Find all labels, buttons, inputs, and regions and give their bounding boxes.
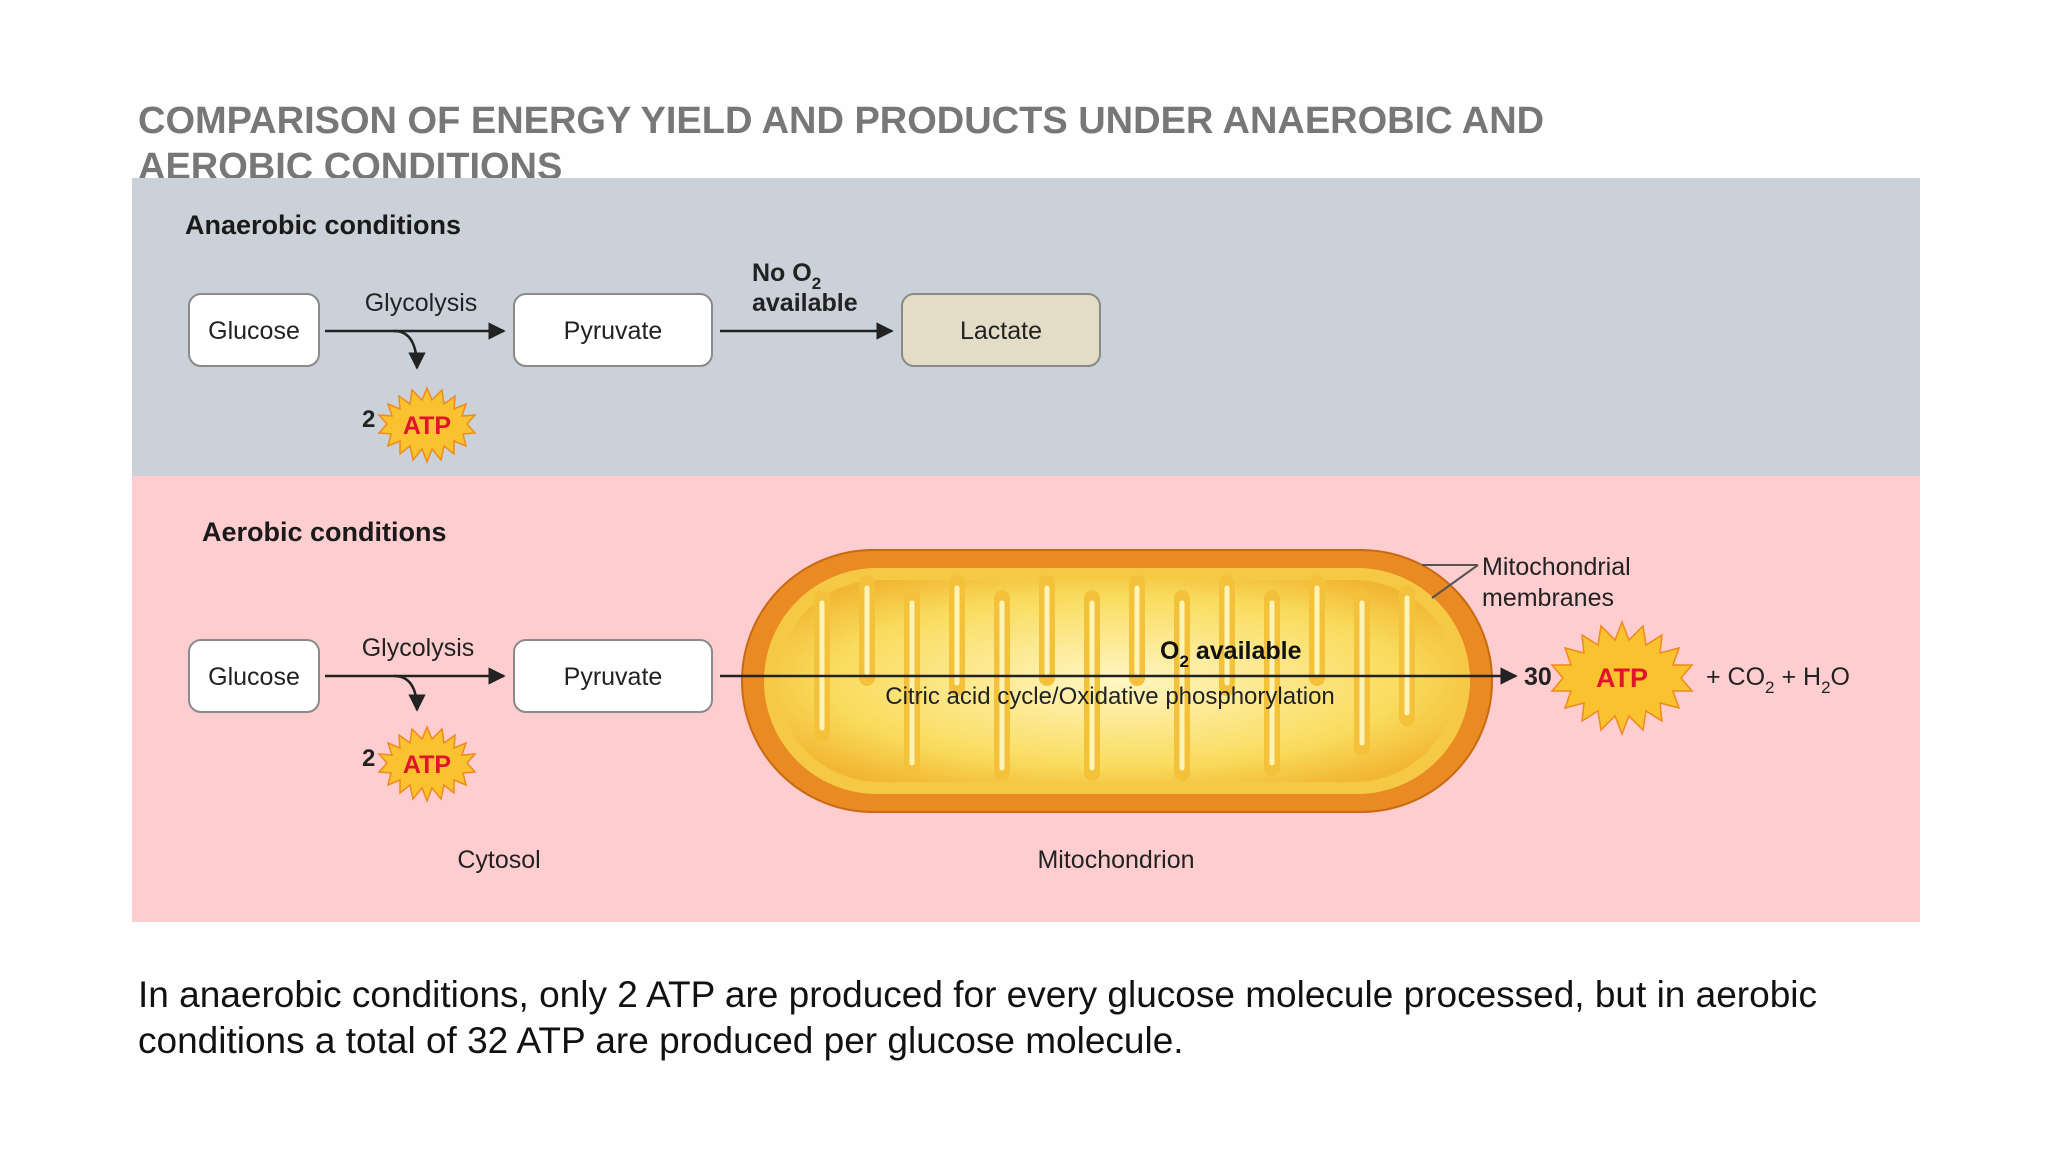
aerobic-glucose-box <box>188 639 320 713</box>
aerobic-atp-count-large: 30 <box>1524 663 1552 691</box>
products-label: + CO2 + H2O <box>1706 663 1850 697</box>
membranes-label-line2: membranes <box>1482 584 1614 612</box>
aerobic-glucose-label: Glucose <box>208 663 300 691</box>
anaerobic-glycolysis-label: Glycolysis <box>365 289 478 317</box>
anaerobic-atp-branch-arrow <box>393 329 426 370</box>
anaerobic-atp-count: 2 <box>362 406 375 433</box>
membranes-label-line1: Mitochondrial <box>1482 553 1631 581</box>
aerobic-atp-label-large: ATP <box>1596 663 1648 693</box>
lactate-label: Lactate <box>960 317 1042 345</box>
cytosol-label: Cytosol <box>457 846 540 874</box>
aerobic-atp-star-small <box>377 725 477 804</box>
process-label: Citric acid cycle/Oxidative phosphorylat… <box>885 683 1335 710</box>
mitochondrion-label: Mitochondrion <box>1037 846 1194 874</box>
anaerobic-glucose-box <box>188 293 320 367</box>
anaerobic-pyruvate-label: Pyruvate <box>564 317 663 345</box>
diagram-canvas: Anaerobic conditions Glucose Glycolysis … <box>132 178 1920 922</box>
aerobic-atp-label-small: ATP <box>403 751 451 779</box>
slide-title: COMPARISON OF ENERGY YIELD AND PRODUCTS … <box>138 100 1545 188</box>
mitochondrion-illustration <box>741 549 1493 813</box>
aerobic-atp-branch-arrow <box>393 674 426 712</box>
anaerobic-pyruvate-box <box>513 293 713 367</box>
lactate-box <box>901 293 1101 367</box>
no-o2-available-label: available <box>752 289 858 317</box>
aerobic-pyruvate-box <box>513 639 713 713</box>
no-o2-label: No O2 <box>752 259 821 293</box>
aerobic-atp-count-small: 2 <box>362 745 375 772</box>
membrane-pointer-line-2 <box>1431 564 1479 599</box>
aerobic-glycolysis-label: Glycolysis <box>362 634 475 662</box>
anaerobic-atp-star <box>377 386 477 465</box>
caption-text: In anaerobic conditions, only 2 ATP are … <box>138 974 1818 1061</box>
energy-yield-diagram: Anaerobic conditions Glucose Glycolysis … <box>132 178 1920 922</box>
aerobic-pyruvate-label: Pyruvate <box>564 663 663 691</box>
anaerobic-glucose-label: Glucose <box>208 317 300 345</box>
o2-available-label: O2 available <box>1160 637 1302 671</box>
anaerobic-atp-label: ATP <box>403 412 451 440</box>
anaerobic-heading: Anaerobic conditions <box>185 210 461 240</box>
aerobic-heading: Aerobic conditions <box>202 517 447 547</box>
aerobic-atp-star-large <box>1550 619 1694 737</box>
